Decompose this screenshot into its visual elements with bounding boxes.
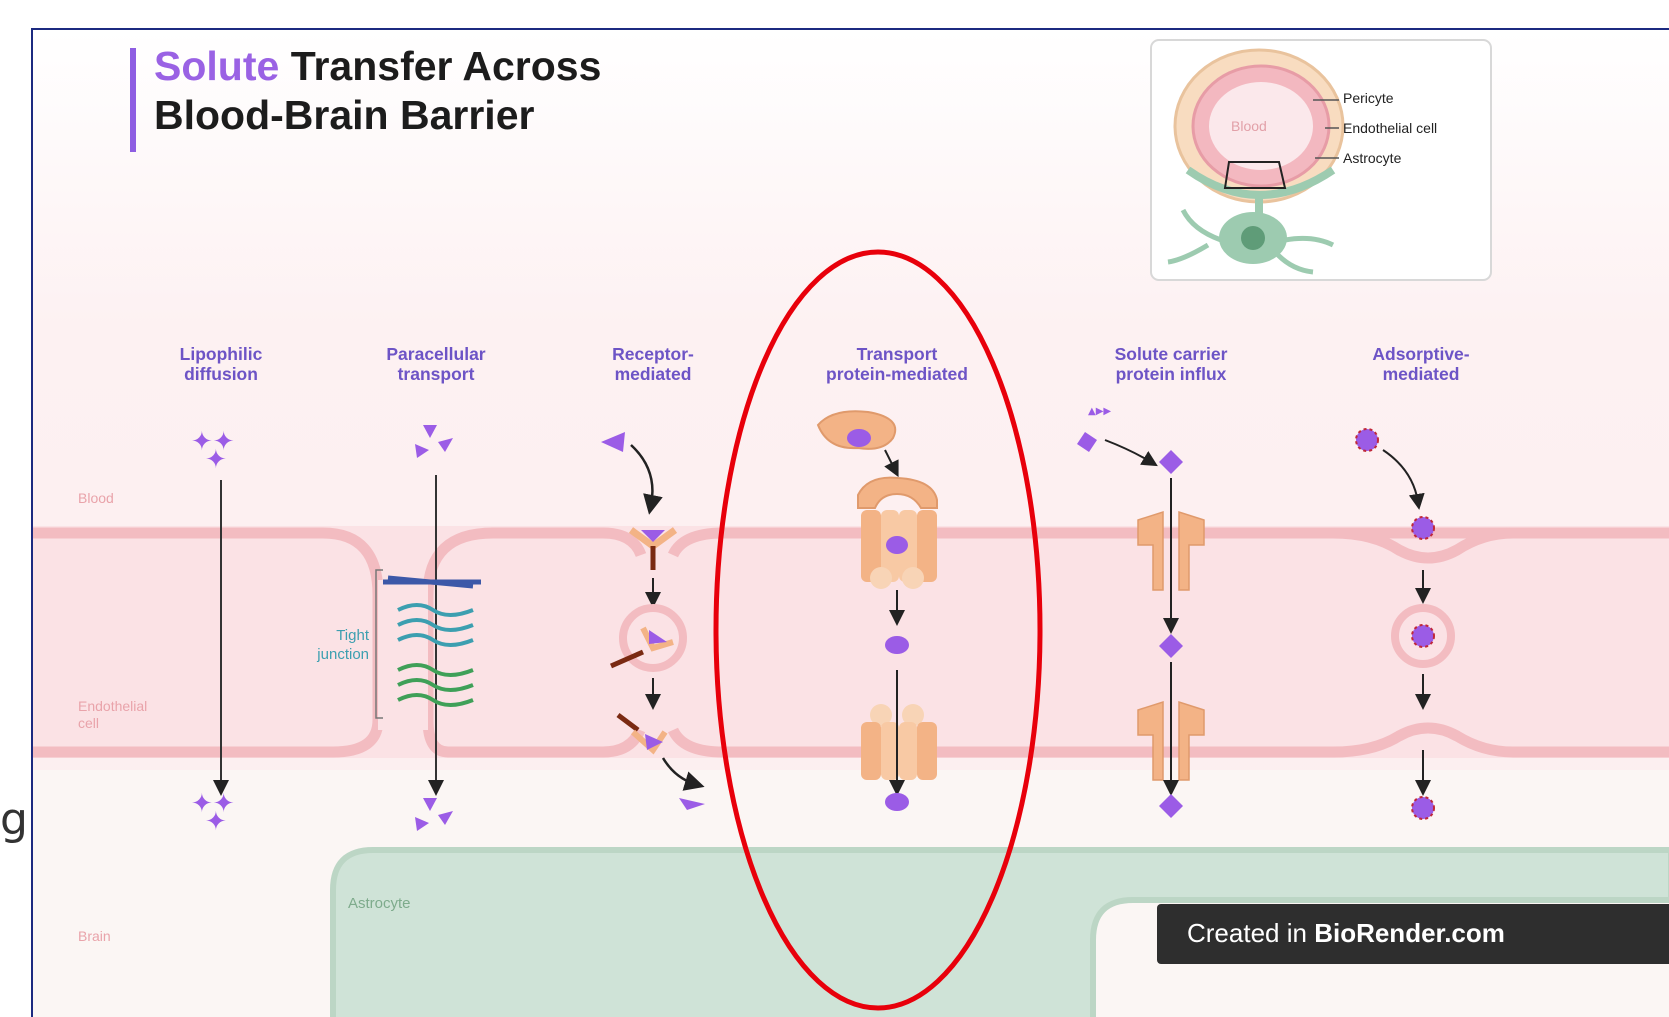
label-receptor-mediated: Receptor-mediated: [548, 344, 758, 384]
credit-brand: BioRender.com: [1314, 918, 1505, 948]
biorender-credit-badge: Created in BioRender.com: [1157, 904, 1669, 964]
figure-title: Solute Transfer Across Blood-Brain Barri…: [154, 42, 601, 140]
svg-text:✦: ✦: [205, 445, 227, 475]
inset-blood-label: Blood: [1231, 118, 1267, 134]
label-line: Adsorptive-: [1372, 344, 1469, 364]
label-line: Paracellular: [386, 344, 485, 364]
label-line: protein-mediated: [826, 364, 968, 384]
svg-text:▲▶▶: ▲▶▶: [1088, 406, 1111, 417]
label-line: diffusion: [184, 364, 258, 384]
blood-region: [33, 450, 1669, 525]
title-line1-rest: Transfer Across: [279, 43, 601, 89]
label-adsorptive-mediated: Adsorptive-mediated: [1316, 344, 1526, 384]
label-line: Tight: [336, 627, 369, 644]
inset-astrocyte-label: Astrocyte: [1343, 150, 1401, 166]
credit-prefix: Created in: [1187, 918, 1314, 948]
label-line: Transport: [857, 344, 938, 364]
inset-pericyte-label: Pericyte: [1343, 90, 1394, 106]
title-accent-word: Solute: [154, 43, 279, 89]
title-accent-bar: [130, 48, 136, 152]
label-line: protein influx: [1116, 364, 1227, 384]
label-line: cell: [78, 715, 99, 731]
label-line: mediated: [615, 364, 692, 384]
label-line: Receptor-: [612, 344, 694, 364]
label-line: Solute carrier: [1115, 344, 1228, 364]
tight-junction-label: Tight junction: [299, 626, 369, 664]
region-blood-label: Blood: [78, 490, 114, 507]
label-line: mediated: [1383, 364, 1460, 384]
svg-text:✦: ✦: [205, 807, 227, 837]
astrocyte-label: Astrocyte: [348, 895, 411, 912]
diagram-graphics: ✦✦ ✦ ✦✦ ✦: [33, 30, 1669, 1017]
label-line: Lipophilic: [180, 344, 263, 364]
label-line: transport: [398, 364, 475, 384]
inset-endothelial-label: Endothelial cell: [1343, 120, 1437, 136]
title-line2: Blood-Brain Barrier: [154, 92, 534, 138]
label-line: Endothelial: [78, 698, 147, 714]
label-line: junction: [317, 646, 369, 663]
region-brain-label: Brain: [78, 928, 111, 945]
bbb-figure: ✦✦ ✦ ✦✦ ✦: [31, 28, 1669, 1017]
inset-diagram: [1151, 40, 1491, 280]
